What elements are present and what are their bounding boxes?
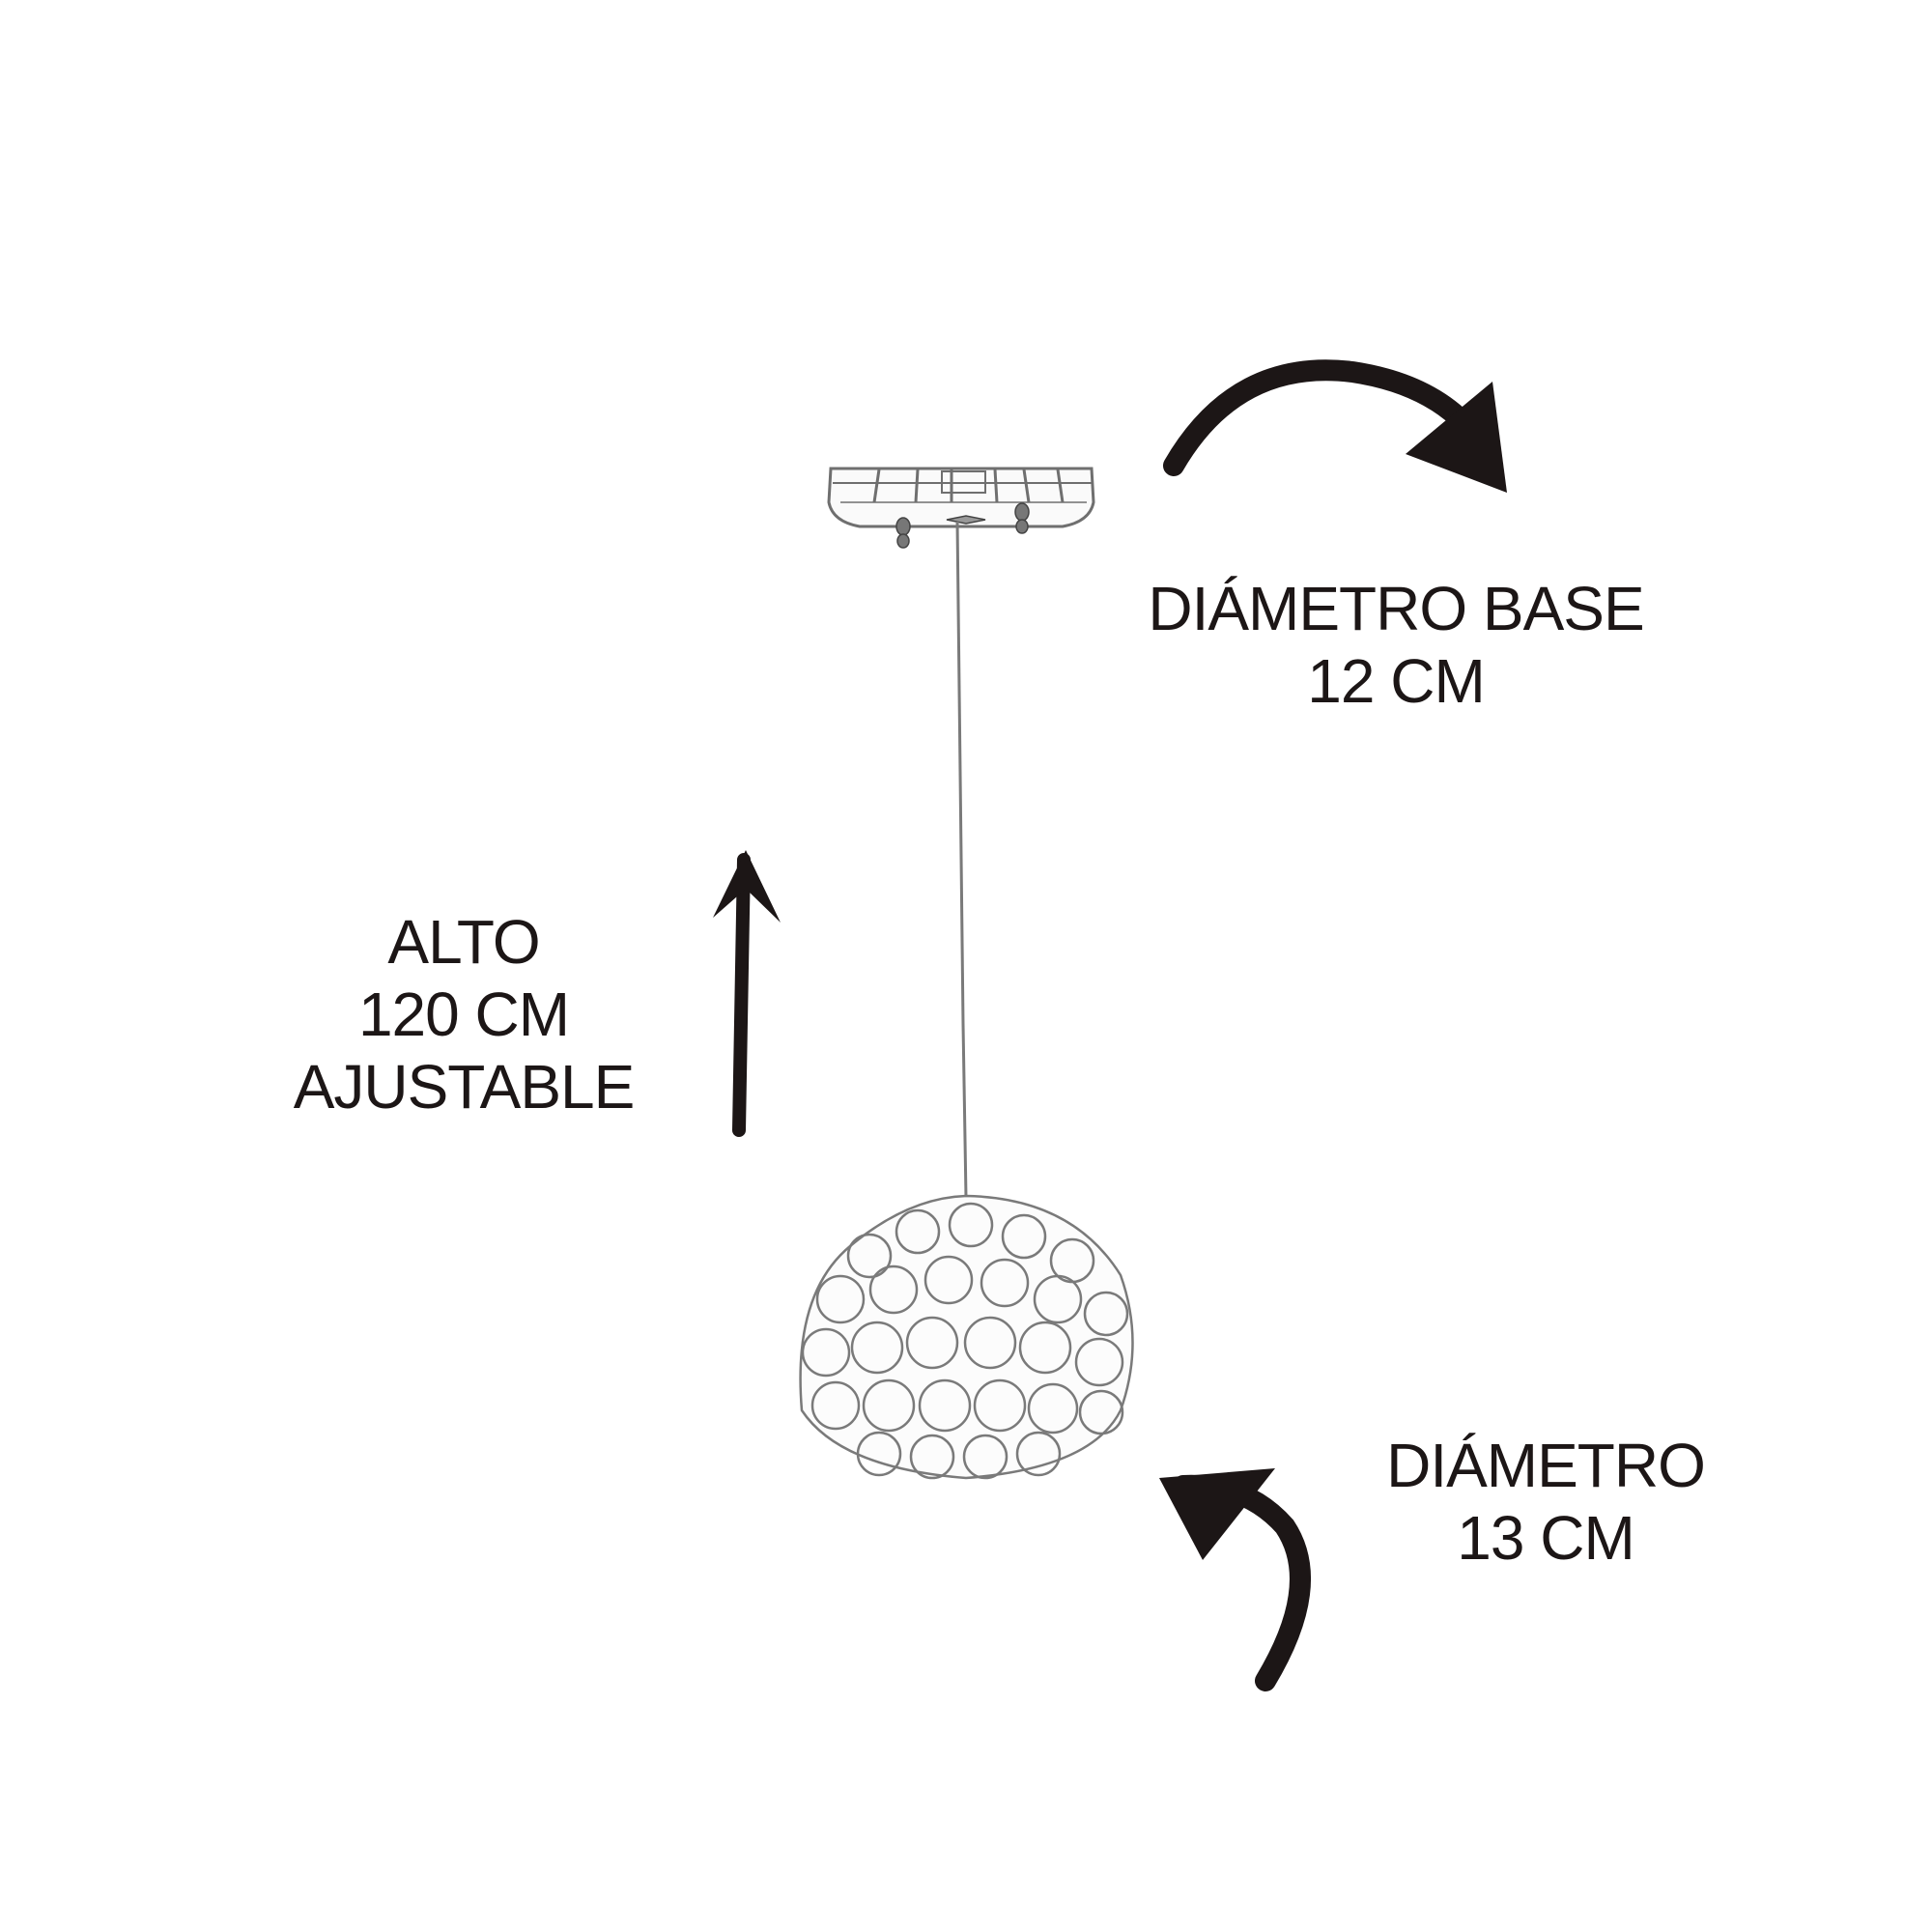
base-diameter-label: DIÁMETRO BASE 12 CM <box>1145 573 1647 718</box>
height-title: ALTO <box>387 907 540 977</box>
crystal-globe-shade <box>799 1194 1134 1480</box>
height-note: AJUSTABLE <box>293 1051 636 1122</box>
globe-diameter-value: 13 CM <box>1457 1502 1635 1573</box>
base-diameter-value: 12 CM <box>1307 645 1486 716</box>
height-label: ALTO 120 CM AJUSTABLE <box>270 906 657 1123</box>
suspension-cable <box>955 521 968 1199</box>
canopy-screws <box>895 502 1030 549</box>
globe-diameter-title: DIÁMETRO <box>1386 1431 1706 1500</box>
globe-diameter-label: DIÁMETRO 13 CM <box>1343 1430 1748 1575</box>
base-diameter-title: DIÁMETRO BASE <box>1148 574 1644 643</box>
height-value: 120 CM <box>357 979 570 1049</box>
